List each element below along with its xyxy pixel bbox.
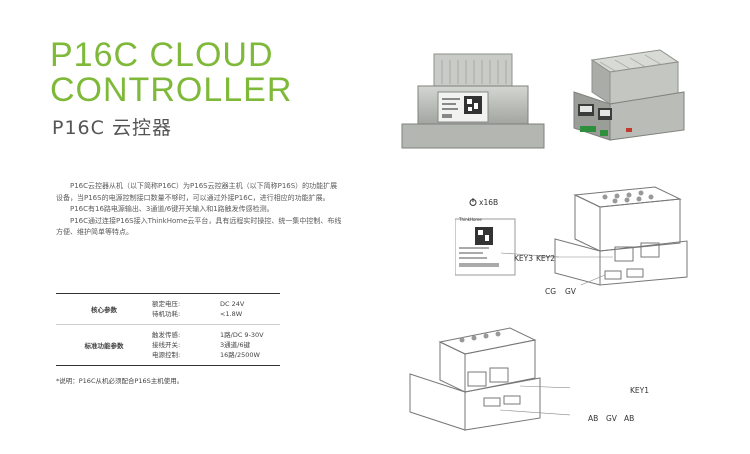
intro-paragraph: P16C有16路电源输出、3通道/6键开关输入和1路触发传感检测。	[70, 205, 274, 213]
label-gv-bottom: GV	[606, 414, 617, 423]
power-icon	[469, 198, 477, 206]
spec-value: 16路/2500W	[220, 351, 260, 359]
footnote: *说明：P16C从机必须配合P16S主机使用。	[56, 377, 184, 385]
spec-group: 标准功能参数 触发传感: 1路/DC 9-30V 接线开关: 3通道/6键 电源控制…	[56, 324, 280, 365]
wiring-diagram-bottom	[409, 327, 570, 431]
ce-mark-icon: CE	[455, 206, 475, 226]
product-subtitle: P16C 云控器	[52, 117, 172, 139]
label-ab-right: AB	[624, 414, 635, 423]
label-ab-left: AB	[588, 414, 599, 423]
spec-row: 额定电压: DC 24V	[152, 299, 280, 309]
intro-text: P16C云控器从机（以下简称P16C）为P16S云控器主机（以下简称P16S）的…	[56, 181, 342, 239]
spec-value: DC 24V	[220, 300, 245, 308]
spec-key: 触发传感:	[152, 331, 181, 339]
title-line-2: CONTROLLER	[50, 71, 293, 109]
label-power: x16B	[479, 198, 499, 207]
spec-table: 核心参数 额定电压: DC 24V 待机功耗: <1.8W 标准功能参数 触发传感:…	[56, 293, 280, 366]
spec-key: 待机功耗:	[152, 310, 181, 318]
spec-value: 1路/DC 9-30V	[220, 331, 264, 339]
label-key3: KEY3	[514, 254, 534, 263]
intro-paragraph: P16C通过连接P16S接入ThinkHome云平台，具有远程实时操控、统一集中…	[56, 216, 342, 237]
label-brand: ThinkHome	[459, 217, 482, 222]
wiring-diagram-top	[455, 186, 688, 286]
spec-key: 电源控制:	[152, 351, 181, 359]
spec-row: 待机功耗: <1.8W	[152, 309, 280, 319]
spec-row: 接线开关: 3通道/6键	[152, 340, 280, 350]
spec-group: 核心参数 额定电压: DC 24V 待机功耗: <1.8W	[56, 294, 280, 324]
title-line-1: P16C CLOUD	[50, 36, 274, 74]
spec-value: <1.8W	[220, 310, 243, 318]
device-front-photo	[401, 53, 545, 149]
spec-key: 额定电压:	[152, 300, 181, 308]
spec-group-name: 核心参数	[91, 306, 117, 314]
spec-row: 电源控制: 16路/2500W	[152, 350, 280, 360]
product-title: P16C CLOUD CONTROLLER	[50, 38, 292, 108]
spec-group-name: 标准功能参数	[84, 342, 124, 350]
spec-value: 3通道/6键	[220, 341, 250, 349]
spec-key: 接线开关:	[152, 341, 181, 349]
device-angled-photo	[573, 49, 685, 141]
intro-paragraph: P16C云控器从机（以下简称P16C）为P16S云控器主机（以下简称P16S）的…	[56, 182, 338, 202]
label-key2: KEY2	[536, 254, 556, 263]
spec-row: 触发传感: 1路/DC 9-30V	[152, 330, 280, 340]
label-key1: KEY1	[630, 386, 650, 395]
label-gv: GV	[565, 287, 576, 296]
label-cg: CG	[545, 287, 557, 296]
